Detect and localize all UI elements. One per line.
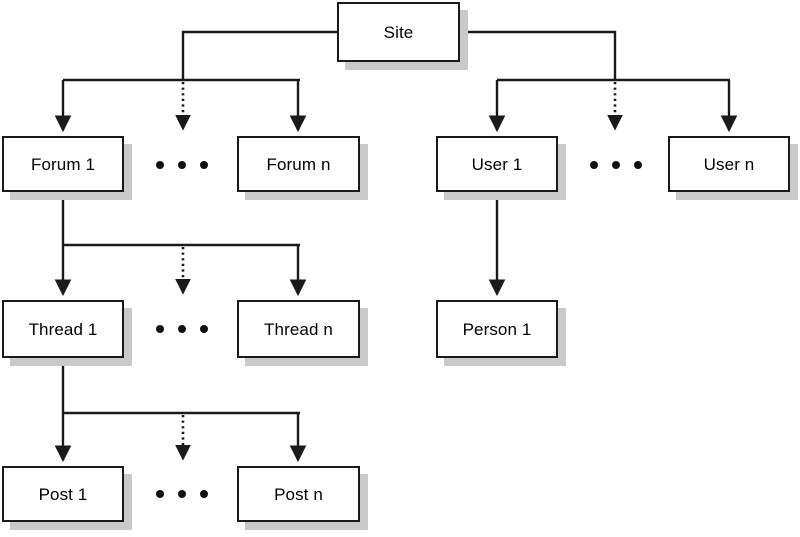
node-label-post-n: Post n — [274, 484, 323, 504]
ellipsis-dot — [634, 161, 642, 169]
node-user-1[interactable]: User 1 — [436, 136, 558, 192]
node-site[interactable]: Site — [337, 2, 460, 62]
ellipsis-dot — [156, 490, 164, 498]
ellipsis-dot — [178, 490, 186, 498]
ellipsis-user — [590, 161, 642, 169]
node-label-forum-n: Forum n — [266, 154, 331, 174]
ellipsis-dot — [200, 325, 208, 333]
node-post-1[interactable]: Post 1 — [2, 466, 124, 522]
node-thread-n[interactable]: Thread n — [237, 300, 360, 358]
ellipsis-dot — [612, 161, 620, 169]
connector-site-to-forums-trunk — [181, 30, 337, 80]
ellipsis-forum — [156, 161, 208, 169]
node-label-site: Site — [383, 22, 414, 42]
ellipsis-dot — [156, 325, 164, 333]
node-user-n[interactable]: User n — [668, 136, 790, 192]
node-person-1[interactable]: Person 1 — [436, 300, 558, 358]
node-label-forum-1: Forum 1 — [31, 154, 95, 174]
node-label-thread-n: Thread n — [264, 319, 333, 339]
node-thread-1[interactable]: Thread 1 — [2, 300, 124, 358]
ellipsis-dot — [178, 161, 186, 169]
ellipsis-dot — [200, 161, 208, 169]
node-forum-1[interactable]: Forum 1 — [2, 136, 124, 192]
node-label-thread-1: Thread 1 — [28, 319, 98, 339]
connector-site-to-users-trunk — [460, 30, 617, 80]
ellipsis-post — [156, 490, 208, 498]
node-label-user-n: User n — [703, 154, 755, 174]
ellipsis-thread — [156, 325, 208, 333]
ellipsis-dot — [200, 490, 208, 498]
node-post-n[interactable]: Post n — [237, 466, 360, 522]
ellipsis-dot — [590, 161, 598, 169]
node-label-post-1: Post 1 — [38, 484, 88, 504]
node-forum-n[interactable]: Forum n — [237, 136, 360, 192]
node-label-user-1: User 1 — [471, 154, 523, 174]
node-label-person-1: Person 1 — [462, 319, 532, 339]
ellipsis-dot — [178, 325, 186, 333]
ellipsis-dot — [156, 161, 164, 169]
